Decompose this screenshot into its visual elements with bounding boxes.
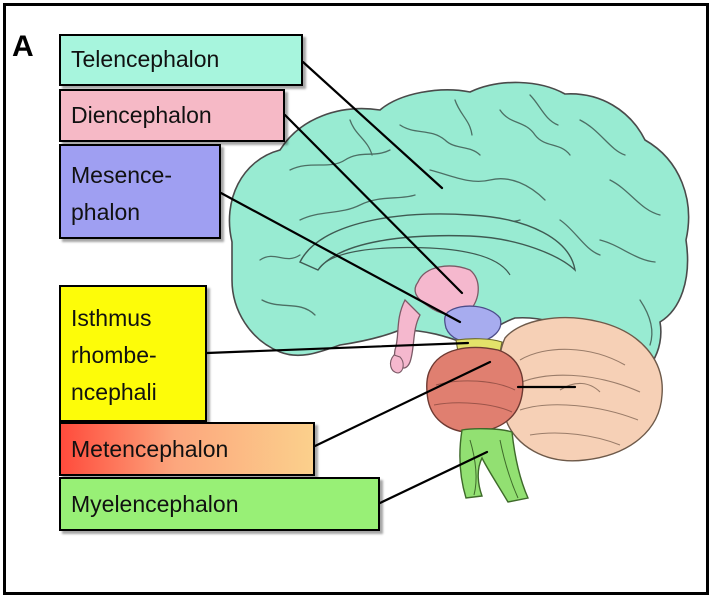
mesencephalon-region [445,306,501,342]
metencephalon-region [427,347,523,432]
metencephalon-label: Metencephalon [59,422,315,476]
myelencephalon-label: Myelencephalon [59,477,380,531]
isthmus-label-line: rhombe- [71,337,195,374]
telencephalon-label: Telencephalon [59,34,303,86]
isthmus-label-line: ncephali [71,374,195,411]
panel-letter: A [12,30,34,64]
mesencephalon-label: Mesence- phalon [59,144,221,239]
mesencephalon-label-line: phalon [71,194,209,231]
isthmus-label: Isthmus rhombe- ncephali [59,285,207,422]
isthmus-label-line: Isthmus [71,300,195,337]
mesencephalon-label-line: Mesence- [71,157,209,194]
diencephalon-label: Diencephalon [59,89,285,142]
